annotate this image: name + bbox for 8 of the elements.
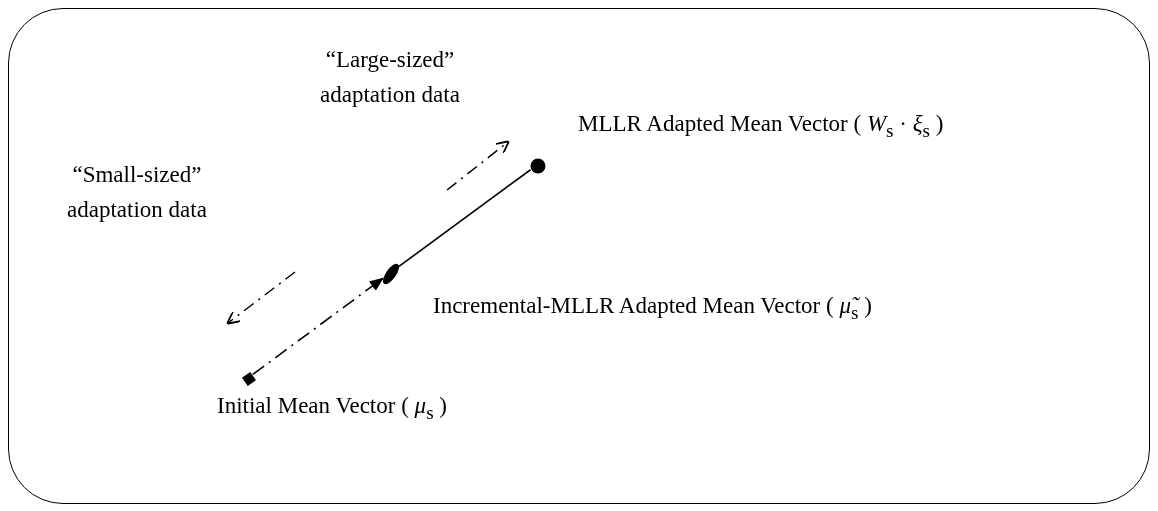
line [396, 168, 532, 269]
point-caption: MLLR Adapted Mean Vector ( W$_{s}$ · ξ$_{s}$ ) [578, 110, 944, 143]
rounded-frame [8, 8, 1150, 504]
point-caption: Incremental-MLLR Adapted Mean Vector ( μ̃$_{s}$ ) [433, 292, 872, 325]
annotation-text: “Small-sized” adaptation data [66, 161, 208, 224]
point-caption: Initial Mean Vector ( μ$_{s}$ ) [217, 392, 447, 425]
arrow [252, 277, 384, 376]
annotation-text: “Large-sized” adaptation data [319, 46, 461, 109]
